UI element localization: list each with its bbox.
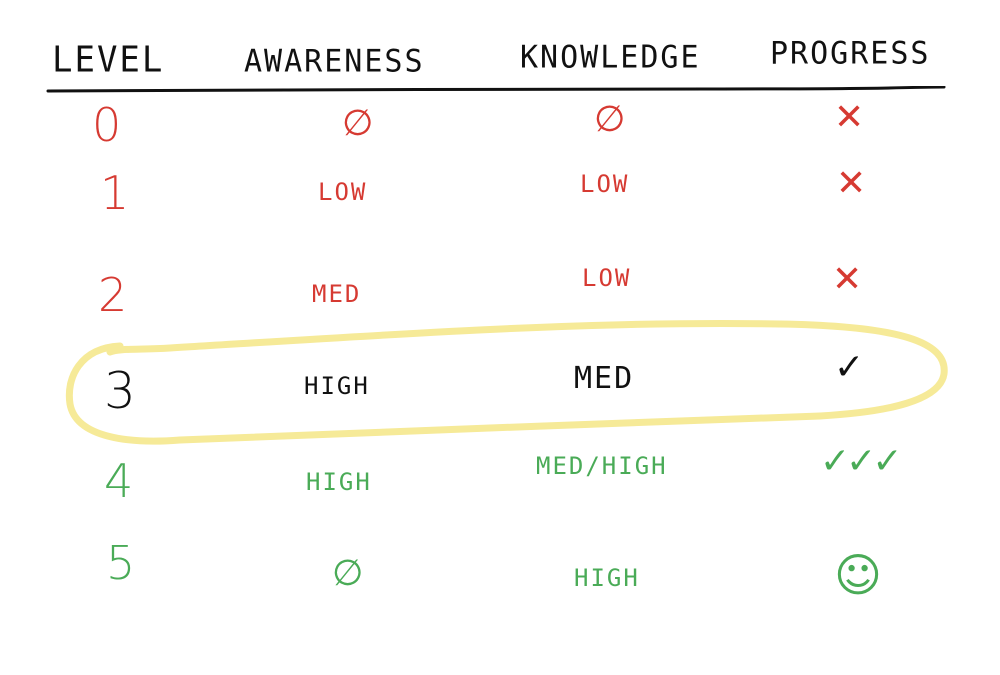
header-underline: [46, 86, 946, 93]
highlight-outline: [65, 319, 948, 445]
header-level: LEVEL: [52, 39, 165, 81]
row-3-awareness: HIGH: [304, 372, 370, 400]
row-0-progress-cross-icon: ✕: [834, 97, 867, 138]
row-4-awareness: HIGH: [306, 468, 372, 496]
row-2-level: 2: [98, 268, 130, 322]
row-4-knowledge: MED/HIGH: [536, 452, 668, 480]
row-2-awareness: MED: [312, 280, 362, 308]
row-3-knowledge: MED: [574, 361, 635, 396]
row-2-progress-cross-icon: ✕: [832, 259, 865, 300]
row-0-level: 0: [92, 98, 124, 152]
header-progress: PROGRESS: [770, 35, 931, 72]
row-1-knowledge: LOW: [580, 170, 630, 198]
row-5-level: 5: [106, 536, 138, 590]
row-4-progress-triple-check-icon: ✓✓✓: [820, 441, 902, 482]
row-2-knowledge: LOW: [582, 264, 632, 292]
row-0-knowledge-empty-set-icon: ∅: [594, 99, 628, 140]
row-5-knowledge: HIGH: [574, 564, 640, 592]
row-3-progress-check-icon: ✓: [834, 347, 867, 388]
row-0-awareness-empty-set-icon: ∅: [342, 103, 376, 144]
header-awareness: AWARENESS: [244, 43, 425, 80]
header-knowledge: KNOWLEDGE: [520, 39, 701, 76]
row-4-level: 4: [104, 454, 136, 508]
row-3-level: 3: [104, 362, 138, 420]
row-5-awareness-empty-set-icon: ∅: [332, 553, 366, 594]
row-1-progress-cross-icon: ✕: [836, 163, 869, 204]
row-1-level: 1: [100, 166, 132, 220]
row-5-progress-smiley-icon: ☺: [834, 548, 884, 602]
row-1-awareness: LOW: [318, 178, 368, 206]
